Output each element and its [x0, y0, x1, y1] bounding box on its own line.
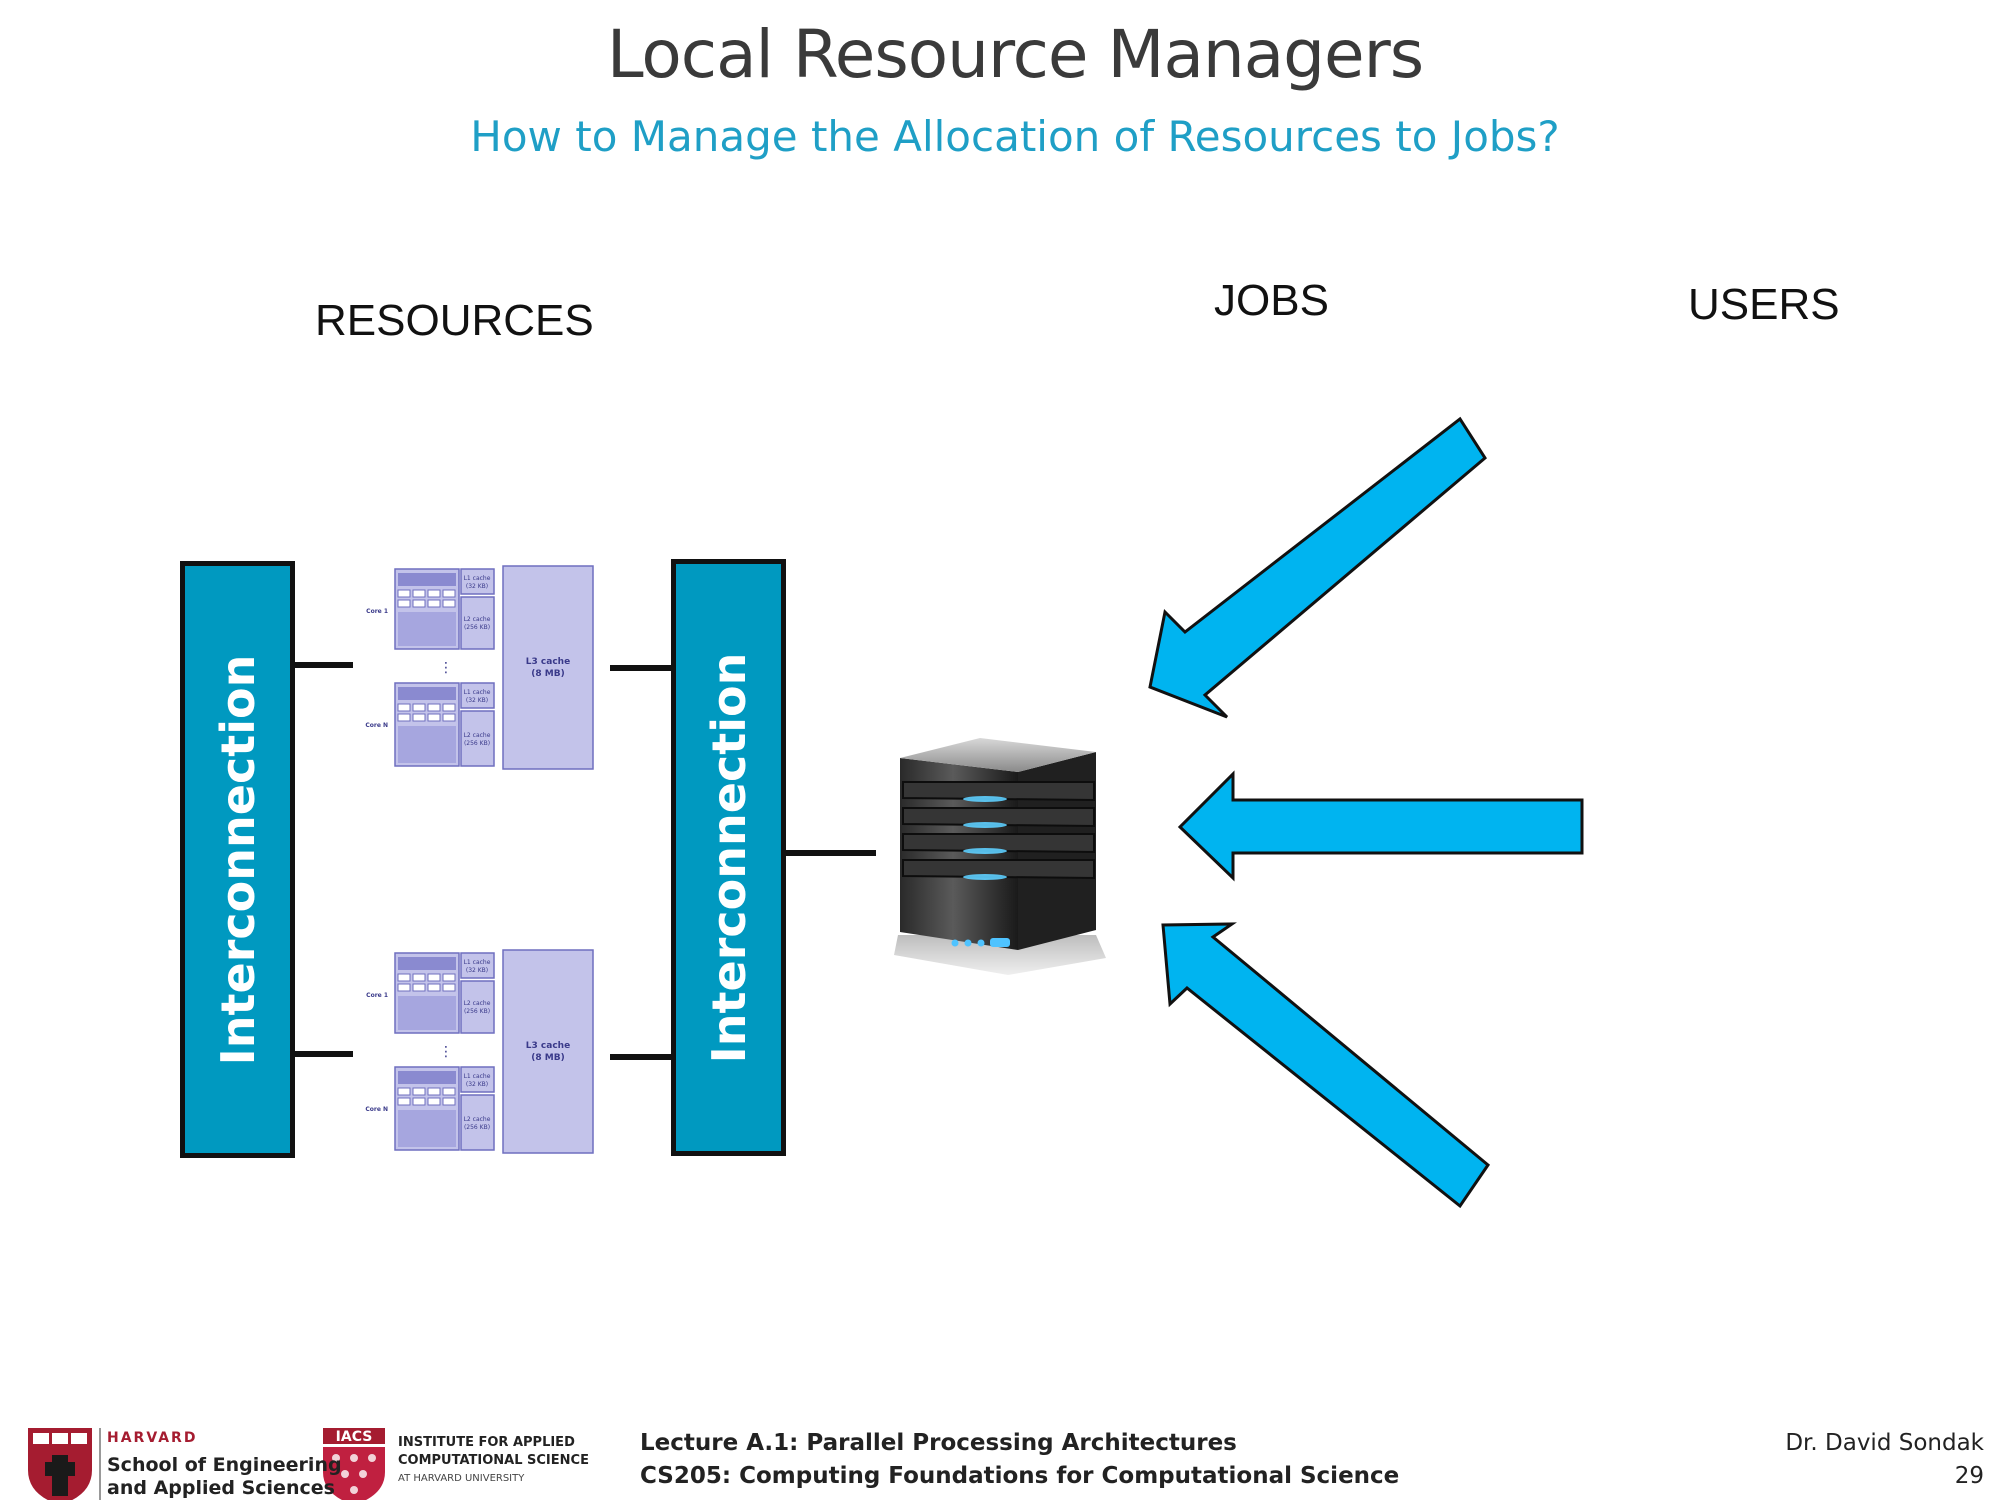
core-n-label: Core N	[365, 1106, 388, 1113]
job-arrow-bottom	[1161, 922, 1491, 1209]
iacs-badge: IACS	[336, 1429, 373, 1445]
l1-size: (32 KB)	[466, 583, 488, 590]
l3-size: (8 MB)	[531, 669, 564, 679]
jobs-label: JOBS	[1214, 276, 1329, 325]
l2-size: (256 KB)	[464, 624, 490, 631]
link-left-chip-bottom	[295, 1051, 353, 1057]
link-chip-bottom-right	[610, 1054, 673, 1060]
core-block: L1 cache (32 KB) L2 cache (256 KB)	[394, 952, 495, 1034]
harvard-line-1: School of Engineering	[107, 1454, 342, 1476]
l3-cache-block	[502, 565, 594, 770]
iacs-line-3: AT HARVARD UNIVERSITY	[398, 1473, 525, 1484]
core-1-label: Core 1	[366, 608, 388, 615]
harvard-line-2: and Applied Sciences	[107, 1477, 335, 1499]
core-block: L1 cache (32 KB) L2 cache (256 KB)	[394, 568, 495, 650]
slide-subtitle: How to Manage the Allocation of Resource…	[470, 112, 1560, 161]
l2-label: L2 cache	[464, 616, 491, 623]
interconnect-left: Interconnection	[180, 561, 295, 1158]
processor-chip-top: L3 cache (8 MB) L1 cache (32 KB) L2 cach…	[365, 565, 594, 770]
l3-cache-block	[502, 949, 594, 1154]
processor-chip-bottom: L3 cache (8 MB) L1 cache (32 KB) L2 cach…	[365, 949, 594, 1154]
link-left-chip-top	[295, 662, 353, 668]
interconnect-right: Interconnection	[671, 559, 786, 1156]
l2-size: (256 KB)	[464, 1124, 490, 1131]
l1-label: L1 cache	[464, 959, 491, 966]
slide-title: Local Resource Managers	[606, 16, 1424, 93]
core-ellipsis: ⋮	[439, 1044, 453, 1060]
core-block: L1 cache (32 KB) L2 cache (256 KB)	[394, 682, 495, 767]
l3-label: L3 cache	[526, 657, 570, 667]
core-1-label: Core 1	[366, 992, 388, 999]
footer-lecture: Lecture A.1: Parallel Processing Archite…	[640, 1430, 1237, 1456]
core-ellipsis: ⋮	[439, 660, 453, 676]
footer-author: Dr. David Sondak	[1785, 1430, 1984, 1456]
server-icon	[894, 738, 1106, 975]
l3-size: (8 MB)	[531, 1053, 564, 1063]
l2-size: (256 KB)	[464, 1008, 490, 1015]
l2-label: L2 cache	[464, 1116, 491, 1123]
iacs-shield-logo: IACS	[323, 1428, 385, 1500]
core-n-label: Core N	[365, 722, 388, 729]
job-arrow-top	[1148, 416, 1487, 719]
resources-label: RESOURCES	[315, 296, 594, 345]
l1-label: L1 cache	[464, 575, 491, 582]
harvard-wordmark: HARVARD	[107, 1430, 198, 1446]
l1-size: (32 KB)	[466, 697, 488, 704]
users-label: USERS	[1688, 280, 1840, 329]
l1-label: L1 cache	[464, 1073, 491, 1080]
l1-label: L1 cache	[464, 689, 491, 696]
footer-course: CS205: Computing Foundations for Computa…	[640, 1463, 1400, 1489]
core-block: L1 cache (32 KB) L2 cache (256 KB)	[394, 1066, 495, 1151]
l2-label: L2 cache	[464, 1000, 491, 1007]
l2-label: L2 cache	[464, 732, 491, 739]
iacs-line-1: INSTITUTE FOR APPLIED	[398, 1435, 575, 1450]
iacs-line-2: COMPUTATIONAL SCIENCE	[398, 1453, 589, 1468]
l3-label: L3 cache	[526, 1041, 570, 1051]
l2-size: (256 KB)	[464, 740, 490, 747]
job-arrow-middle	[1177, 770, 1584, 882]
link-chip-top-right	[610, 665, 673, 671]
l1-size: (32 KB)	[466, 967, 488, 974]
harvard-shield-logo	[28, 1428, 92, 1500]
page-number: 29	[1954, 1463, 1984, 1489]
link-right-server	[786, 850, 876, 856]
l1-size: (32 KB)	[466, 1081, 488, 1088]
